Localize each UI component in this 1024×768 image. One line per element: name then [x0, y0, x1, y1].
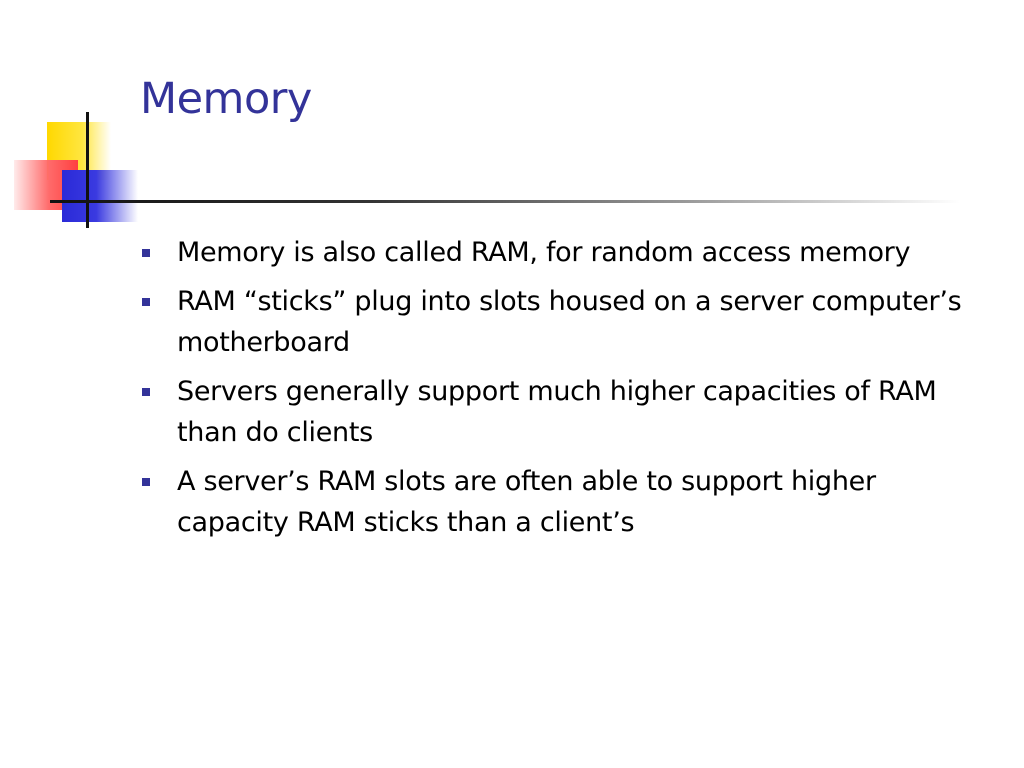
bullet-item: Memory is also called RAM, for random ac… — [140, 232, 980, 273]
bullet-text: A server’s RAM slots are often able to s… — [177, 466, 876, 538]
logo-blue-square — [62, 170, 138, 222]
bullet-item: Servers generally support much higher ca… — [140, 371, 980, 453]
bullet-item: RAM “sticks” plug into slots housed on a… — [140, 281, 980, 363]
bullet-square-icon — [142, 298, 150, 306]
title-divider — [50, 200, 960, 203]
bullet-list: Memory is also called RAM, for random ac… — [140, 232, 980, 551]
logo-vertical-line — [86, 112, 89, 228]
bullet-square-icon — [142, 249, 150, 257]
bullet-text: Servers generally support much higher ca… — [177, 376, 937, 448]
bullet-text: RAM “sticks” plug into slots housed on a… — [177, 286, 962, 358]
bullet-text: Memory is also called RAM, for random ac… — [177, 237, 911, 268]
slide-logo — [0, 0, 160, 240]
bullet-square-icon — [142, 478, 150, 486]
bullet-item: A server’s RAM slots are often able to s… — [140, 461, 980, 543]
slide-title: Memory — [140, 74, 312, 124]
bullet-square-icon — [142, 388, 150, 396]
